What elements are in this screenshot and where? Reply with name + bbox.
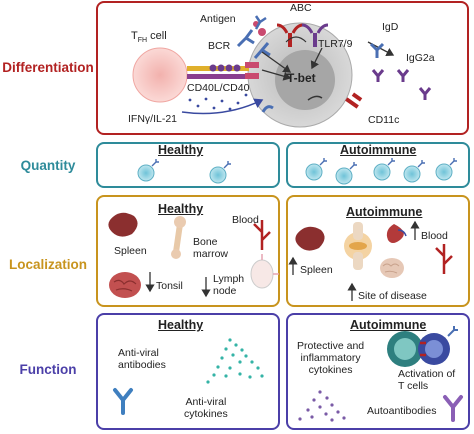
quantity-healthy-cells: [137, 159, 231, 184]
joint-icon: [344, 222, 372, 270]
spleen-label-autoimmune: Spleen: [300, 264, 333, 276]
cd11c-label: CD11c: [368, 114, 400, 126]
row-label-quantity: Quantity: [20, 158, 76, 173]
blood-vessel-icon: [253, 220, 271, 250]
abc-label: ABC: [290, 2, 312, 14]
antigen-label: Antigen: [200, 13, 236, 25]
row-label-localization: Localization: [8, 257, 87, 272]
antiviral-cytokines-label: Anti-viral cytokines: [184, 396, 228, 420]
antiviral-antibodies-label: Anti-viral antibodies: [118, 347, 166, 371]
tfh-cell-label: TFH cell: [131, 30, 167, 47]
blood-label: Blood: [232, 214, 259, 226]
bcr-label: BCR: [208, 40, 231, 52]
cd40-label: CD40L/CD40: [187, 82, 250, 94]
function-autoimmune-panel: [286, 313, 470, 430]
tonsil-label: Tonsil: [156, 280, 183, 292]
tlr-icon: [276, 23, 329, 47]
quantity-autoimmune-header: Autoimmune: [340, 143, 417, 157]
spleen-label: Spleen: [114, 245, 147, 257]
t-cell-activation-icon: [387, 326, 458, 367]
function-autoimmune-header: Autoimmune: [350, 318, 427, 332]
quantity-autoimmune-cells: [305, 158, 457, 185]
bone-icon: [171, 216, 186, 259]
spleen-icon: [108, 212, 138, 237]
row-label-function: Function: [19, 362, 77, 377]
antibody-icon: [113, 388, 133, 415]
bone-marrow-label: Bone marrow: [193, 236, 229, 260]
tonsil-icon: [109, 272, 141, 298]
tfh-rest: cell: [147, 30, 167, 42]
quantity-healthy-panel: [96, 142, 280, 188]
tfh-t: T: [131, 30, 138, 42]
ifn-label: IFNγ/IL-21: [128, 113, 178, 125]
localization-autoimmune-header: Autoimmune: [346, 205, 423, 219]
cytokines-label: Protective and inflammatory cytokines: [297, 340, 365, 376]
blood-vessel-icon-autoimmune: [435, 244, 453, 274]
brain-icon: [380, 258, 404, 278]
cd40-bridge: [187, 62, 259, 79]
tlr-label: TLR7/9: [318, 38, 353, 50]
bcr-icon: [236, 29, 271, 59]
lymph-node-icon: [250, 254, 279, 289]
cytokine-dots: [188, 93, 248, 111]
tbet-label: T-bet: [287, 71, 316, 85]
site-of-disease-label: Site of disease: [358, 290, 427, 302]
row-label-differentiation: Differentiation: [2, 60, 94, 75]
igg2a-label: IgG2a: [406, 52, 435, 64]
tfh-sub: FH: [137, 37, 148, 45]
tfh-cell: [132, 47, 188, 103]
spleen-icon-autoimmune: [295, 226, 325, 251]
localization-healthy-header: Healthy: [158, 202, 204, 216]
cytokine-cloud-autoimmune: [298, 390, 346, 422]
ab-receptor-icon: [254, 15, 267, 30]
t-cell-activation-label: Activation of T cells: [398, 368, 456, 392]
kidney-icon: [386, 224, 407, 243]
igd-label: IgD: [382, 21, 399, 33]
blood-label-autoimmune: Blood: [421, 230, 448, 242]
quantity-healthy-header: Healthy: [158, 143, 204, 157]
ifn-receptor-icon: [261, 105, 274, 113]
autoantibody-icon: [443, 395, 463, 422]
igg2a-antibodies: [371, 69, 432, 100]
function-healthy-panel: [96, 313, 280, 430]
lymph-node-label: Lymph node: [213, 273, 245, 297]
igd-antibody-icon: [369, 42, 385, 58]
cytokine-cloud-healthy: [206, 338, 264, 384]
autoantibodies-label: Autoantibodies: [367, 405, 437, 417]
cd11c-receptor-icon: [345, 92, 363, 109]
function-healthy-header: Healthy: [158, 318, 204, 332]
